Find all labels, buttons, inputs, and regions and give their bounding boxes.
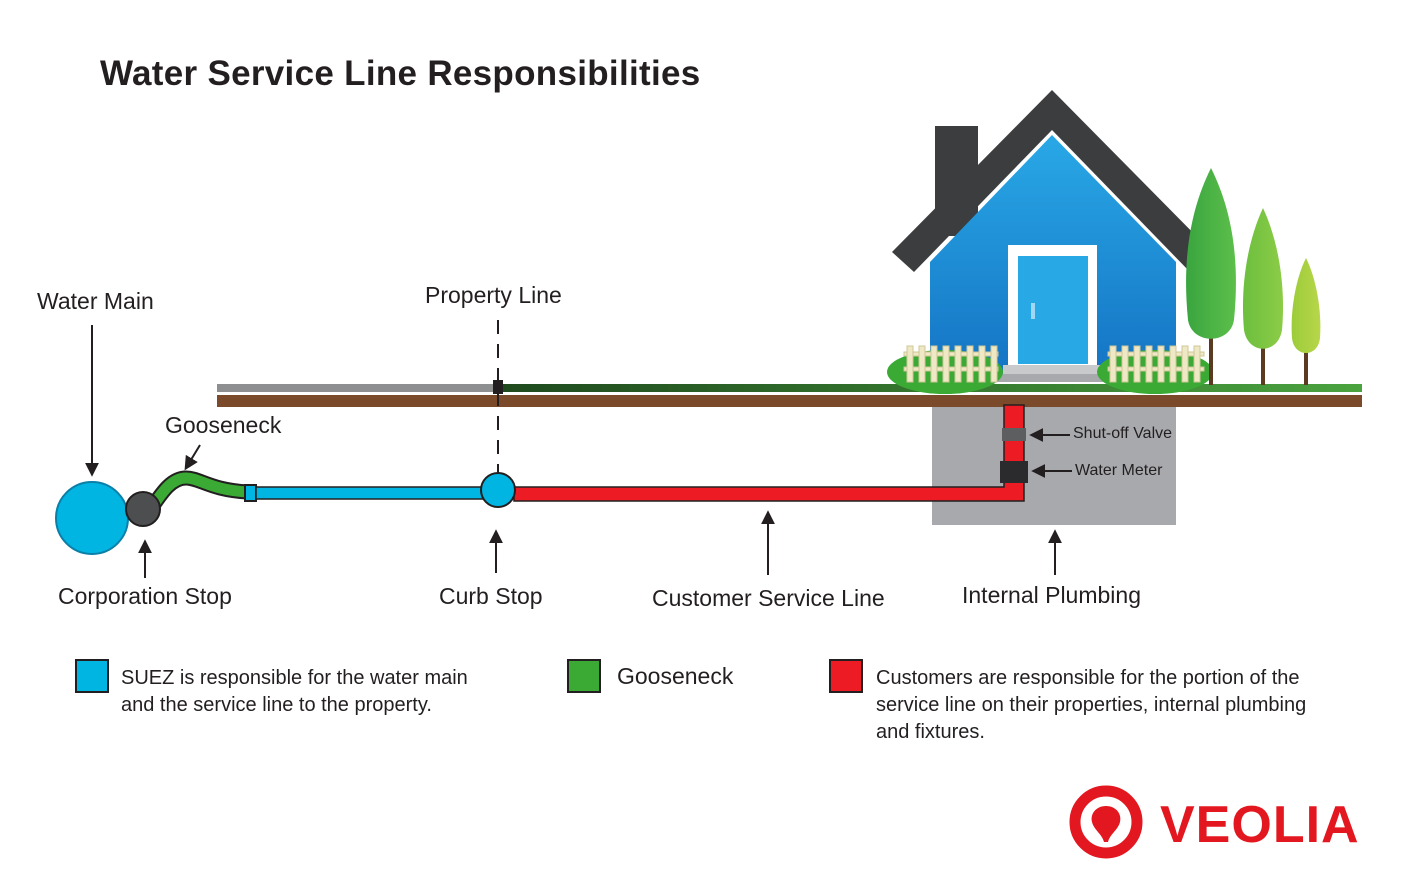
soil-strip bbox=[217, 395, 1362, 407]
shutoff-valve bbox=[1002, 428, 1026, 441]
legend-swatch-gooseneck bbox=[567, 659, 601, 693]
veolia-logo-text: VEOLIA bbox=[1160, 796, 1360, 854]
water-main-label: Water Main bbox=[37, 288, 154, 314]
customer-service-line-label: Customer Service Line bbox=[652, 585, 885, 611]
curb-stop-label: Curb Stop bbox=[439, 583, 543, 609]
water-main bbox=[55, 481, 129, 555]
shutoff-valve-label: Shut-off Valve bbox=[1073, 425, 1173, 442]
property-line-marker bbox=[493, 380, 503, 394]
trees bbox=[1186, 168, 1321, 385]
property-line-label: Property Line bbox=[425, 282, 562, 308]
customer-service-line bbox=[513, 404, 1025, 502]
door-step bbox=[1003, 365, 1101, 375]
page-title: Water Service Line Responsibilities bbox=[100, 54, 701, 93]
house bbox=[892, 90, 1212, 382]
corporation-stop-label: Corporation Stop bbox=[58, 583, 232, 609]
coupling bbox=[244, 484, 257, 502]
water-meter bbox=[1000, 461, 1028, 483]
gooseneck-label: Gooseneck bbox=[165, 412, 282, 438]
corporation-stop bbox=[125, 491, 161, 527]
legend-text-customer: Customers are responsible for the portio… bbox=[876, 667, 1307, 743]
suez-service-line bbox=[255, 486, 485, 500]
legend-text-gooseneck: Gooseneck bbox=[617, 663, 734, 689]
left-bush-fence bbox=[887, 345, 1003, 394]
door-handle bbox=[1031, 303, 1035, 319]
basement bbox=[932, 395, 1176, 525]
legend-swatch-suez bbox=[75, 659, 109, 693]
sidewalk bbox=[217, 384, 499, 392]
internal-plumbing-label: Internal Plumbing bbox=[962, 582, 1141, 608]
legend-swatch-customer bbox=[829, 659, 863, 693]
water-meter-label: Water Meter bbox=[1075, 462, 1163, 479]
house-roof bbox=[892, 90, 1212, 272]
veolia-logo-icon bbox=[1069, 785, 1143, 859]
legend-text-suez: SUEZ is responsible for the water main a… bbox=[121, 667, 468, 716]
door bbox=[1018, 256, 1088, 364]
gooseneck-arrow bbox=[184, 444, 201, 471]
right-bush-fence bbox=[1097, 345, 1213, 394]
curb-stop bbox=[480, 472, 516, 508]
